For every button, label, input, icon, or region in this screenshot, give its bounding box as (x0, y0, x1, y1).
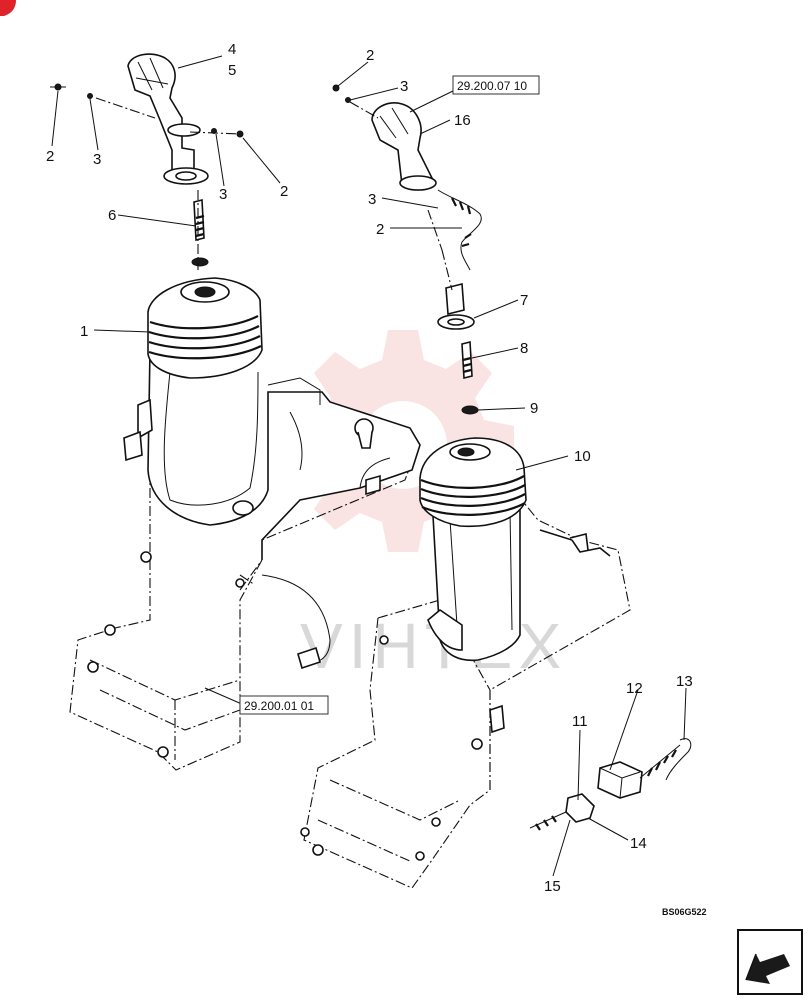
ref-label: 29.200.01 01 (244, 699, 314, 713)
callout-6: 6 (108, 207, 116, 224)
ref-box-lower[interactable]: 29.200.01 01 (239, 695, 329, 715)
callout-3: 3 (93, 151, 101, 168)
callout-3: 3 (368, 191, 376, 208)
callout-3: 3 (219, 186, 227, 203)
left-joystick-assembly (50, 53, 421, 771)
right-joystick-assembly (300, 84, 631, 889)
callout-10: 10 (574, 448, 591, 465)
callout-2: 2 (376, 221, 384, 238)
callout-9: 9 (530, 400, 538, 417)
callout-2: 2 (46, 148, 54, 165)
callout-1: 1 (80, 323, 88, 340)
ref-label: 29.200.07 10 (457, 79, 527, 93)
callout-12: 12 (626, 680, 643, 697)
callout-13: 13 (676, 673, 693, 690)
callout-15: 15 (544, 878, 561, 895)
callout-7: 7 (520, 292, 528, 309)
small-parts (529, 738, 692, 831)
callout-2: 2 (366, 47, 374, 64)
leader-lines (51, 55, 687, 877)
red-corner-mark (0, 0, 16, 16)
callout-2: 2 (280, 183, 288, 200)
callout-5: 5 (228, 62, 236, 79)
arrow-down-left-icon[interactable] (737, 929, 803, 995)
callout-3: 3 (400, 78, 408, 95)
callout-16: 16 (454, 112, 471, 129)
callout-14: 14 (630, 835, 647, 852)
callout-labels: 4 5 2 3 6 3 2 1 2 3 16 3 2 7 8 9 10 12 1… (46, 41, 693, 895)
callout-4: 4 (228, 41, 236, 58)
ref-box-upper[interactable]: 29.200.07 10 (452, 75, 540, 95)
drawing-code: BS06G522 (662, 907, 707, 917)
callout-8: 8 (520, 340, 528, 357)
callout-11: 11 (572, 713, 588, 730)
